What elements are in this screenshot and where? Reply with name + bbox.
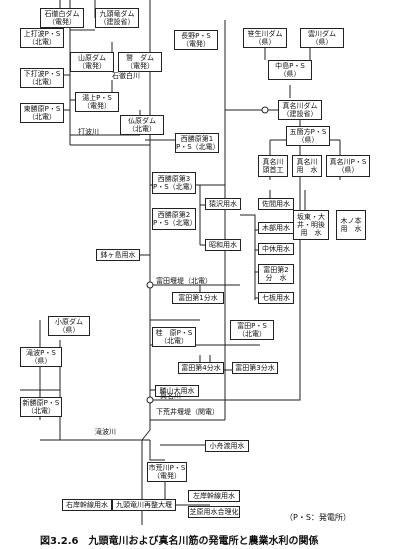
sagan-yousui-box: 左岸幹線用水 — [188, 490, 240, 502]
migikan-yousui-box: 右岸幹線用水 — [62, 499, 112, 511]
shinkatsu-ps-box: 新勝原P・S （北電） — [20, 397, 62, 417]
shibahara-yousui-box: 芝原用水合理化 — [188, 506, 240, 518]
manakawa-ps-box: 真名川P・S （県） — [326, 155, 370, 177]
tomita4-yousui-box: 富田第4分水 — [178, 362, 224, 374]
manatawa-dam-box: 真名川ダム （建設省） — [278, 100, 322, 120]
kozukue-yousui-box: 小舟渡用水 — [205, 440, 249, 452]
ogura-dam-box: 小原ダム （県） — [48, 316, 90, 336]
nakatai-yousui-box: 中休用水 — [258, 243, 294, 255]
nishikatsu2-ps-box: 西勝原第2 P・S（北電） — [152, 208, 196, 230]
nakajima-ps-box: 中島P・S （県） — [268, 60, 312, 80]
yuzuriha-ps-box: 湯上P・S （電発） — [75, 92, 119, 112]
shiga-ps-box: 市荒川P・S （電発） — [147, 462, 187, 482]
saruko-yousui-box: 猿沢用水 — [205, 198, 241, 210]
kuzuryu-dam-box: 九頭竜ダム （建設省） — [95, 8, 139, 28]
tomita1-yousui-box: 富田第1分水 — [172, 292, 224, 304]
gomanme-ps-box: 五箇方P・S （県） — [286, 126, 330, 146]
kinomoto-box: 木ノ本 用 水 — [336, 210, 366, 240]
tomita-zeki-label: 富田堰堤（北電） — [156, 277, 212, 285]
uchinamigawa-label: 打波川 — [78, 128, 99, 136]
nanaita-yousui-box: 七板用水 — [258, 292, 294, 304]
takinamigawa-label: 滝波川 — [95, 428, 116, 436]
manakawa-tou-box: 真名川 頭首工 — [258, 155, 288, 177]
ishidoshirogawa-label: 石徹白川 — [112, 72, 140, 80]
ishidoshiro-dam-box: 石徹白ダム （電発） — [40, 8, 84, 28]
showa-yousui-box: 昭和用水 — [205, 239, 241, 251]
shimouchi-ps-box: 下打波P・S （北電） — [20, 68, 64, 88]
katsuyama-yousui-box: 勝山大用水 — [155, 385, 199, 397]
nishikatsu3-ps-box: 西勝原第3 P・S（北電） — [152, 172, 196, 194]
sawa-yousui-box: 佐間用水 — [258, 198, 294, 210]
manakawa-yousui-box: 真名川 用 水 — [292, 155, 322, 177]
higashikatsu-ps-box: 東勝原P・S （北電） — [20, 103, 64, 123]
nishikatsu1-ps-box: 西勝原第1 P・S（北電） — [175, 133, 219, 153]
nagano-ps-box: 長野P・S （電発） — [174, 30, 218, 50]
tomita-ps-box: 富田P・S （北電） — [230, 320, 274, 340]
yamahara-dam-box: 山原ダム （電発） — [70, 52, 114, 72]
washi-dam-box: 鷲 ダム （電発） — [118, 52, 162, 72]
kumokawa-dam-box: 雲川ダム （県） — [300, 28, 344, 48]
figure-caption: 図3.2.6 九頭竜川および真名川筋の発電所と農業水利の関係 — [40, 536, 319, 547]
uebeuchi-ps-box: 上打波P・S （北電） — [20, 28, 64, 48]
legend: （P・S：発電所） — [285, 513, 351, 522]
shimoarai-zeki-label: 下荒井堰堤（関電） — [156, 408, 219, 416]
sakai-ohno-box: 坂東・大 井・明後 用 水 — [293, 210, 329, 240]
kibe-yousui-box: 木部用水 — [258, 222, 294, 234]
hotokehara-dam-box: 仏原ダム （北電） — [120, 115, 164, 135]
tomita3-yousui-box: 富田第3分水 — [232, 362, 278, 374]
tomita2-yousui-box: 富田第2 分 水 — [258, 264, 294, 284]
sasaushi-dam-box: 笹生川ダム （県） — [243, 28, 287, 48]
kuzuryu-seibi-box: 九頭竜川再整大堰 — [112, 499, 176, 511]
manakawa-river-label: 真名川 — [160, 392, 181, 400]
kei-ps-box: 桂 原P・S （北電） — [152, 327, 196, 347]
takinami-ps-box: 滝波P・S （県） — [20, 347, 62, 367]
hagagase-yousui-box: 鉢ヶ島用水 — [96, 249, 140, 261]
